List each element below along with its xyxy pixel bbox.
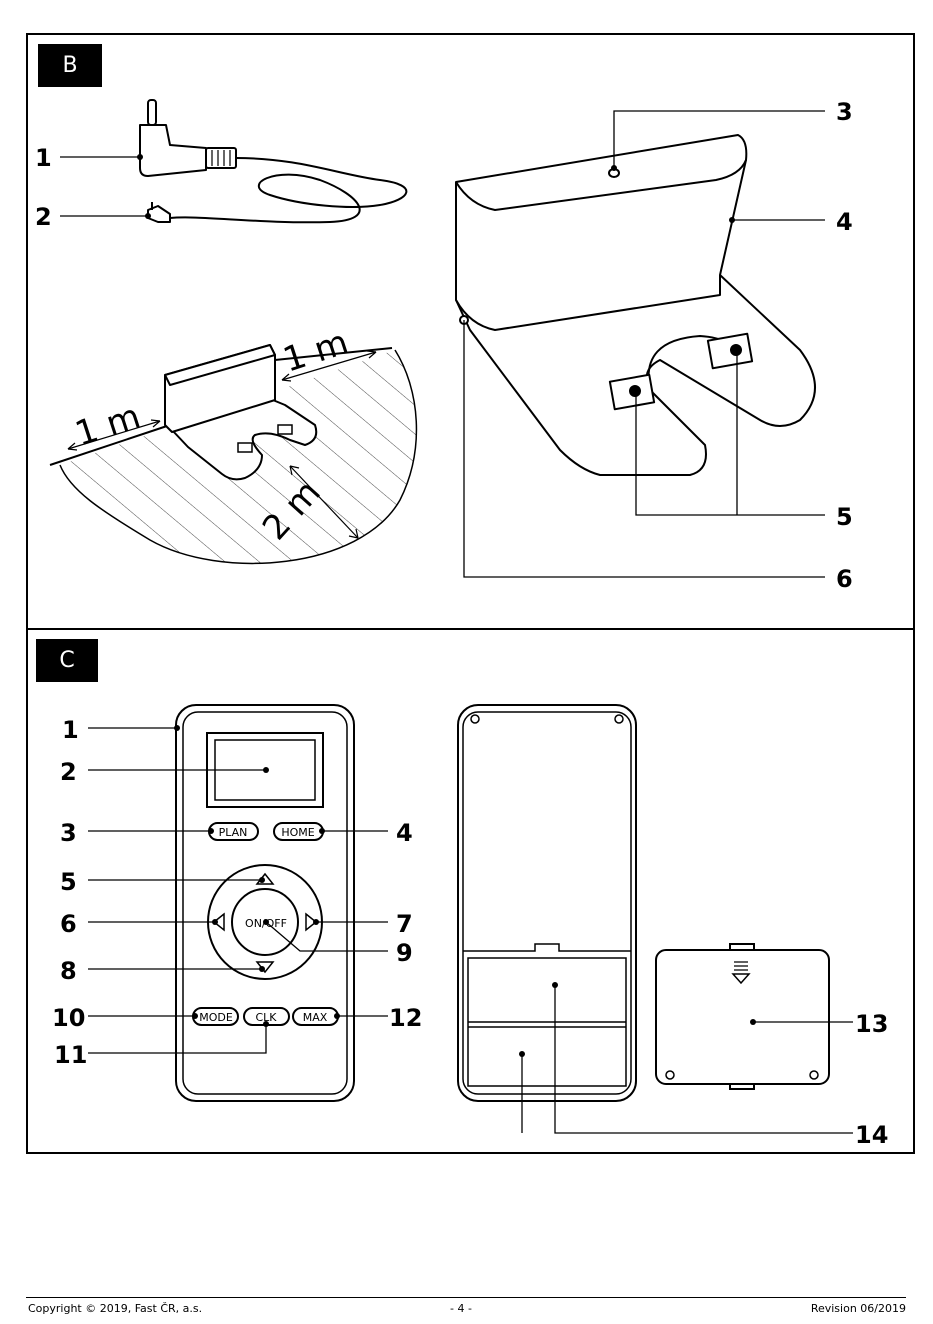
callout-b-4: 4 (836, 208, 853, 236)
callout-c-12: 12 (389, 1004, 422, 1032)
callout-c-13: 13 (855, 1010, 888, 1038)
callout-c-2: 2 (60, 758, 77, 786)
callout-b-3: 3 (836, 98, 853, 126)
callout-c-10: 10 (52, 1004, 85, 1032)
footer-revision: Revision 06/2019 (811, 1302, 906, 1315)
callout-c-5: 5 (60, 868, 77, 896)
home-button-label: HOME (281, 826, 314, 839)
placement-diagram: 1 m 1 m 2 m (50, 322, 416, 563)
mode-button-label: MODE (199, 1011, 233, 1024)
callout-c-1: 1 (62, 716, 79, 744)
callout-c-11: 11 (54, 1041, 87, 1069)
callout-b-1: 1 (35, 144, 52, 172)
callout-c-7: 7 (396, 910, 413, 938)
callout-c-8: 8 (60, 957, 77, 985)
callout-b-2: 2 (35, 203, 52, 231)
page-footer: Copyright © 2019, Fast ČR, a.s. - 4 - Re… (26, 1297, 906, 1298)
max-button-label: MAX (303, 1011, 328, 1024)
battery-cover (656, 944, 829, 1089)
callout-c-6: 6 (60, 910, 77, 938)
footer-copyright: Copyright © 2019, Fast ČR, a.s. (28, 1302, 202, 1315)
callout-b-5: 5 (836, 503, 853, 531)
remote-control-back (458, 705, 636, 1101)
callout-c-4: 4 (396, 819, 413, 847)
remote-control-front (176, 705, 354, 1101)
plan-button-label: PLAN (219, 826, 248, 839)
charger-adapter-drawing (140, 100, 406, 222)
callout-b-6: 6 (836, 565, 853, 593)
callout-c-9: 9 (396, 939, 413, 967)
callout-c-14: 14 (855, 1121, 888, 1149)
callout-c-3: 3 (60, 819, 77, 847)
footer-page-number: - 4 - (450, 1302, 472, 1315)
